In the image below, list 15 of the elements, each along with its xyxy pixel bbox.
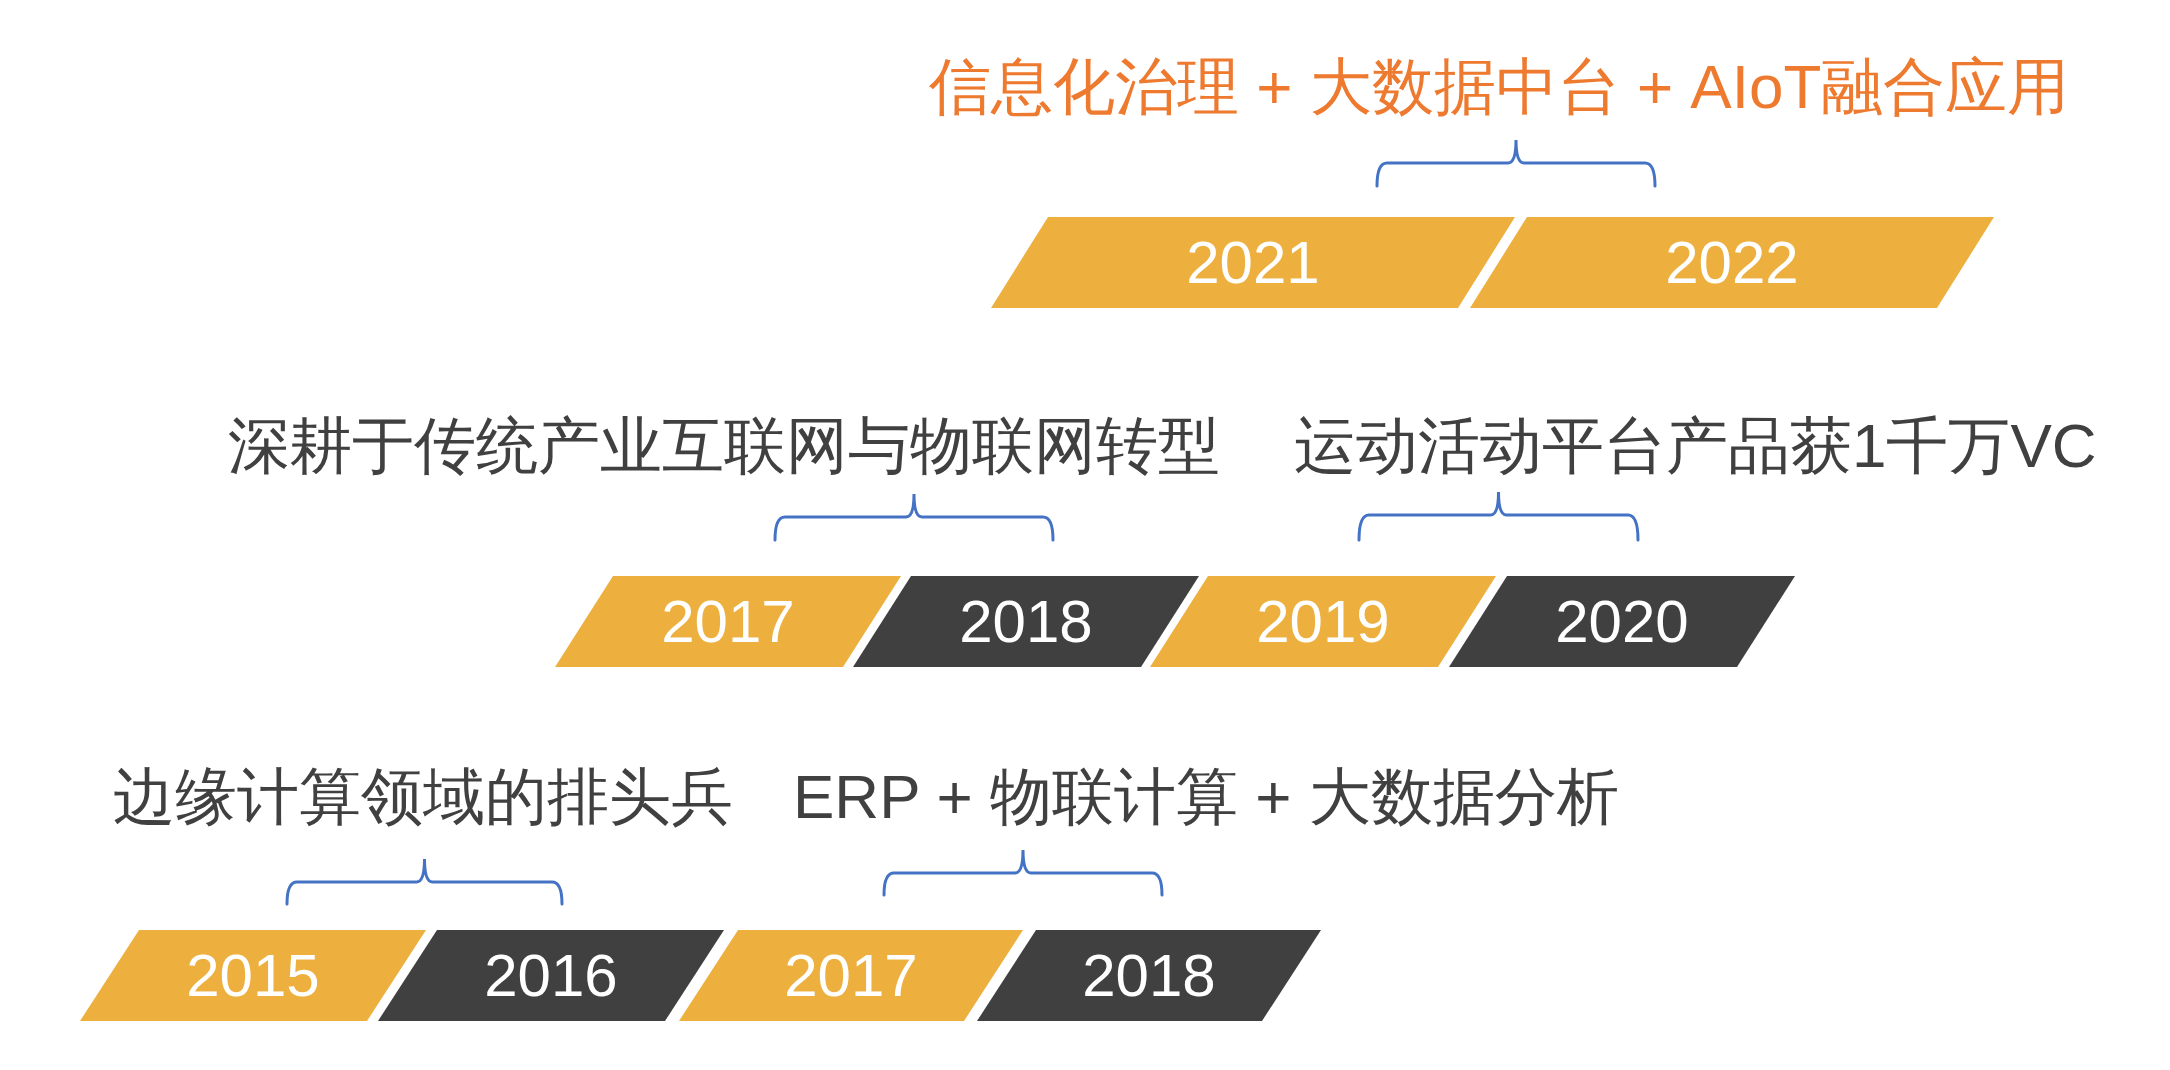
year-segment: 2018: [977, 930, 1321, 1021]
milestone-text: 运动活动平台产品获1千万VC: [1294, 415, 2097, 477]
year-segment: 2016: [378, 930, 724, 1021]
year-segment: 2015: [80, 930, 426, 1021]
milestone-text: ERP + 物联计算 + 大数据分析: [793, 766, 1619, 828]
milestone-text: 深耕于传统产业互联网与物联网转型: [228, 415, 1220, 477]
milestone-text: 信息化治理 + 大数据中台 + AIoT融合应用: [929, 56, 2070, 118]
year-segment: 2017: [679, 930, 1023, 1021]
milestone-text: 边缘计算领域的排头兵: [113, 766, 733, 828]
year-segment: 2020: [1449, 576, 1795, 667]
year-segment: 2018: [853, 576, 1199, 667]
year-segment: 2019: [1150, 576, 1496, 667]
year-segment: 2022: [1470, 217, 1994, 308]
year-segment: 2021: [991, 217, 1515, 308]
year-segment: 2017: [555, 576, 901, 667]
